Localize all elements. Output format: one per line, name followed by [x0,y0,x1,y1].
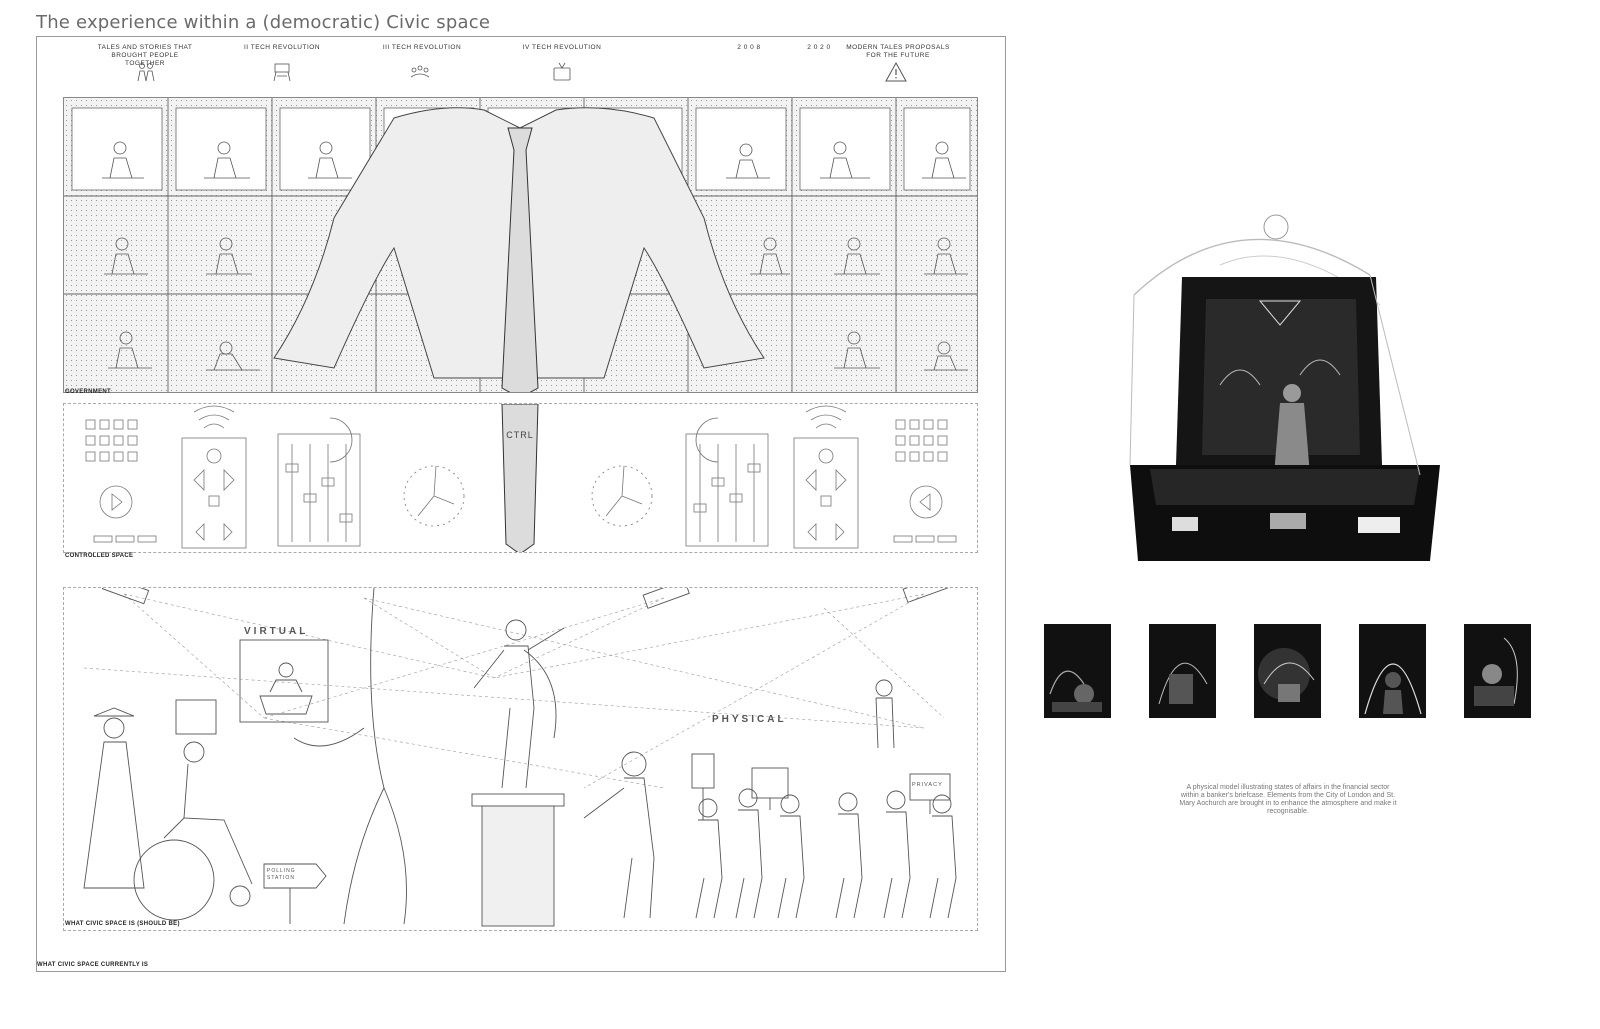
current-civic-space-label: WHAT CIVIC SPACE CURRENTLY IS [37,962,149,968]
model-detail-photo-2 [1149,624,1216,718]
government-label: GOVERNMENT [65,389,112,395]
era-second-revolution: II TECH REVOLUTION [243,44,321,51]
government-band [63,97,978,393]
civic-band: VIRTUAL PHYSICAL PRIVACY POLLING STATION [63,587,978,931]
physical-sign: PHYSICAL [712,714,787,725]
controlled-band: CTRL [63,403,978,553]
ctrl-tie-text: CTRL [506,430,534,440]
civic-space-label: WHAT CIVIC SPACE IS (SHOULD BE) [65,921,180,927]
crowd-icon [410,65,430,78]
model-detail-photo-1 [1044,624,1111,718]
polling-station-sign: POLLING STATION [267,868,296,881]
tv-icon [553,62,571,81]
era-tales: TALES AND STORIES THAT BROUGHT PEOPLE TO… [97,44,193,67]
controlled-space-label: CONTROLLED SPACE [65,553,134,559]
era-2020: 2 0 2 0 [807,44,831,51]
model-detail-photo-3 [1254,624,1321,718]
model-detail-photo-5 [1464,624,1531,718]
era-fourth-revolution: IV TECH REVOLUTION [522,44,602,51]
era-2008: 2 0 0 8 [737,44,761,51]
virtual-sign: VIRTUAL [244,626,309,637]
era-third-revolution: III TECH REVOLUTION [382,44,462,51]
era-modern-tales: MODERN TALES PROPOSALS FOR THE FUTURE [846,44,950,59]
civic-scene-drawing [83,588,957,927]
warning-icon [885,61,907,82]
briefcase-model-photo [1129,214,1440,561]
people-group-icon [137,63,155,82]
control-panel-drawing [85,404,957,552]
model-caption: A physical model illustrating states of … [1179,784,1397,815]
office-grid-drawing [64,98,977,392]
civic-space-poster: TALES AND STORIES THAT BROUGHT PEOPLE TO… [36,36,1006,972]
loom-icon [273,63,291,82]
model-detail-thumbnails [1044,624,1534,720]
model-detail-photo-4 [1359,624,1426,718]
privacy-placard: PRIVACY [912,782,943,788]
page-title: The experience within a (democratic) Civ… [36,12,491,33]
